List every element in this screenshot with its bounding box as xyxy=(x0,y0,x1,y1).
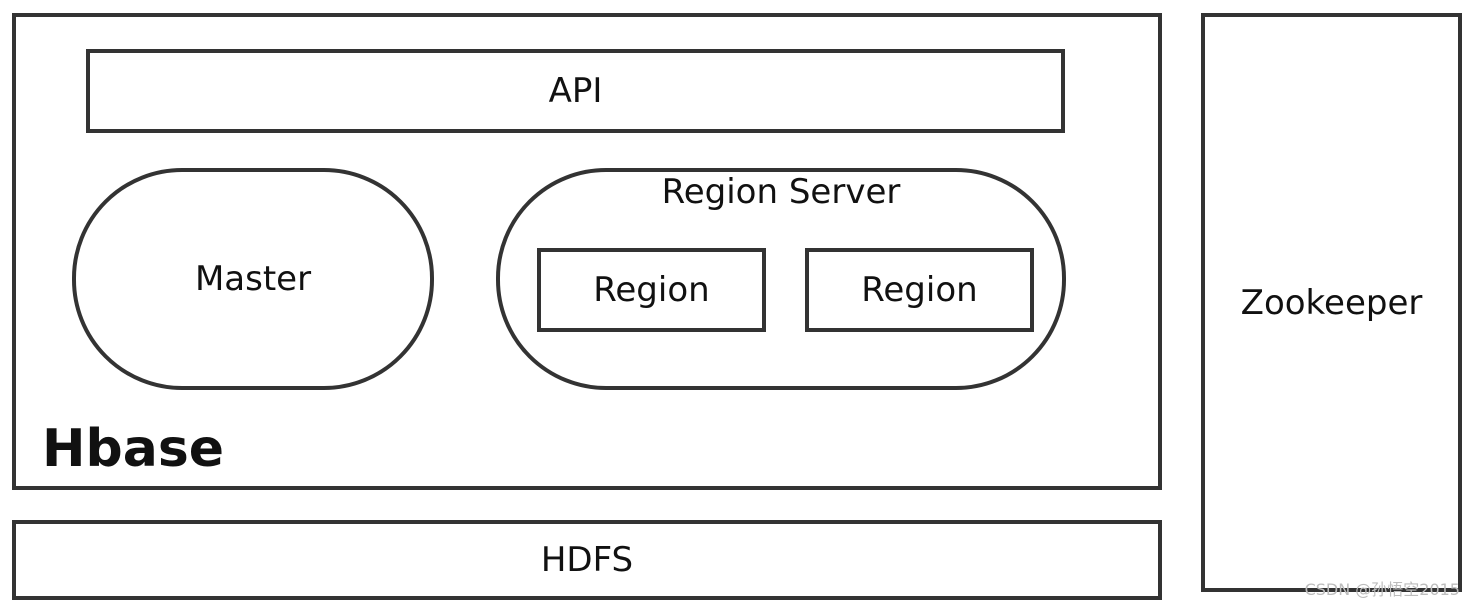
region-box: Region xyxy=(537,248,766,332)
region-box: Region xyxy=(805,248,1034,332)
api-box: API xyxy=(86,49,1065,133)
watermark: CSDN @孙悟空2015 xyxy=(1304,580,1460,599)
hbase-title: Hbase xyxy=(42,419,225,479)
region-server-label: Region Server xyxy=(661,172,901,212)
master-label: Master xyxy=(194,259,312,299)
region-label: Region xyxy=(593,270,710,310)
zookeeper-label: Zookeeper xyxy=(1240,282,1423,323)
hdfs-label: HDFS xyxy=(540,540,634,580)
master-node: Master xyxy=(72,168,434,390)
hbase-container xyxy=(12,13,1162,490)
hdfs-box: HDFS xyxy=(12,520,1162,600)
api-label: API xyxy=(548,71,603,111)
region-label: Region xyxy=(861,270,978,310)
zookeeper-box: Zookeeper xyxy=(1201,13,1462,592)
